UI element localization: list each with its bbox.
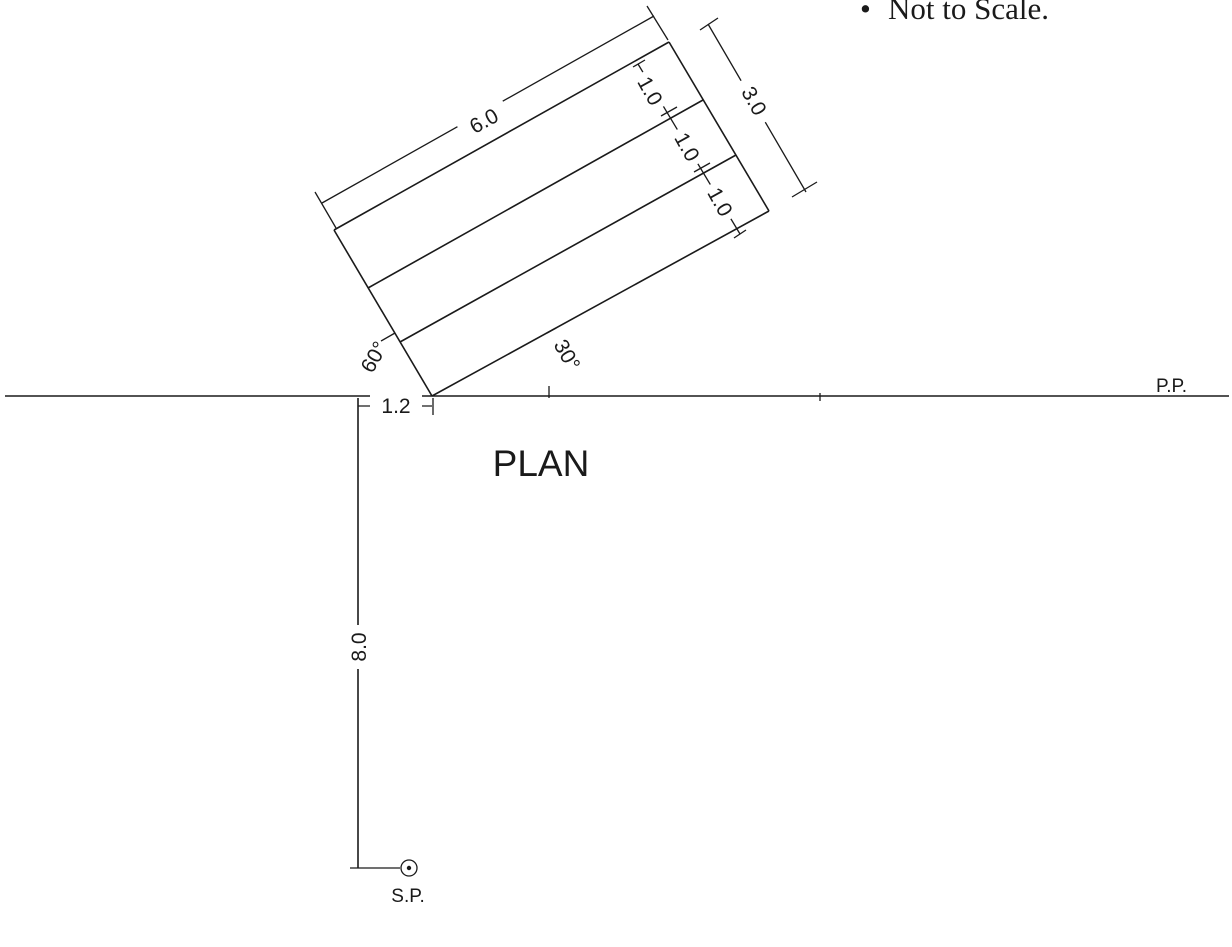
divisions-tick-3 [693, 162, 711, 173]
station-point-circle [400, 859, 418, 877]
divisions-tick-1 [632, 59, 646, 68]
plan-rectangle [333, 41, 770, 397]
division-line-2 [399, 154, 737, 343]
station-distance-label: 8.0 [348, 632, 371, 661]
angle-left: 60° [357, 332, 396, 377]
station-point-dimension: 8.0 [345, 398, 400, 869]
angle-left-tick [380, 332, 396, 342]
long-side-front [431, 210, 770, 397]
width-extension-bottom [791, 181, 818, 198]
dimension-width: 3.0 [699, 17, 818, 198]
picture-plane-label: P.P. [1156, 376, 1187, 397]
scale-note: • Not to Scale. [860, 0, 1049, 26]
angle-right: 30° [546, 327, 585, 398]
station-point: S.P. [391, 859, 425, 907]
note-text: Not to Scale. [888, 0, 1049, 26]
dimension-length: 6.0 [314, 5, 669, 229]
divisions-tick-4 [733, 229, 747, 239]
short-side-right [668, 41, 770, 212]
dimension-divisions: 1.0 1.0 1.0 [630, 59, 747, 239]
dimension-offset: 1.2 [358, 395, 434, 418]
angle-left-label: 60° [357, 338, 393, 377]
division-2-bg [667, 124, 707, 170]
picture-plane: P.P. [5, 376, 1229, 401]
length-extension-right [646, 5, 669, 41]
short-side-left [333, 229, 433, 397]
length-label-bg [454, 97, 514, 145]
division-1-bg [630, 68, 670, 114]
width-label-bg [730, 73, 778, 129]
station-label-bg [345, 625, 371, 669]
division-3-bg [700, 179, 740, 225]
station-point-dot [406, 865, 412, 871]
note-bullet: • [860, 0, 871, 26]
division-line-1 [367, 99, 704, 289]
offset-label-bg [370, 395, 422, 417]
width-extension-top [699, 17, 719, 31]
angle-right-tick [546, 327, 557, 334]
divisions-tick-2 [660, 106, 678, 117]
station-point-label: S.P. [391, 886, 424, 907]
long-side-back [333, 41, 670, 231]
length-extension-left [314, 191, 337, 229]
offset-label: 1.2 [381, 395, 410, 418]
angle-right-label: 30° [549, 336, 585, 375]
plan-title: PLAN [493, 443, 590, 484]
